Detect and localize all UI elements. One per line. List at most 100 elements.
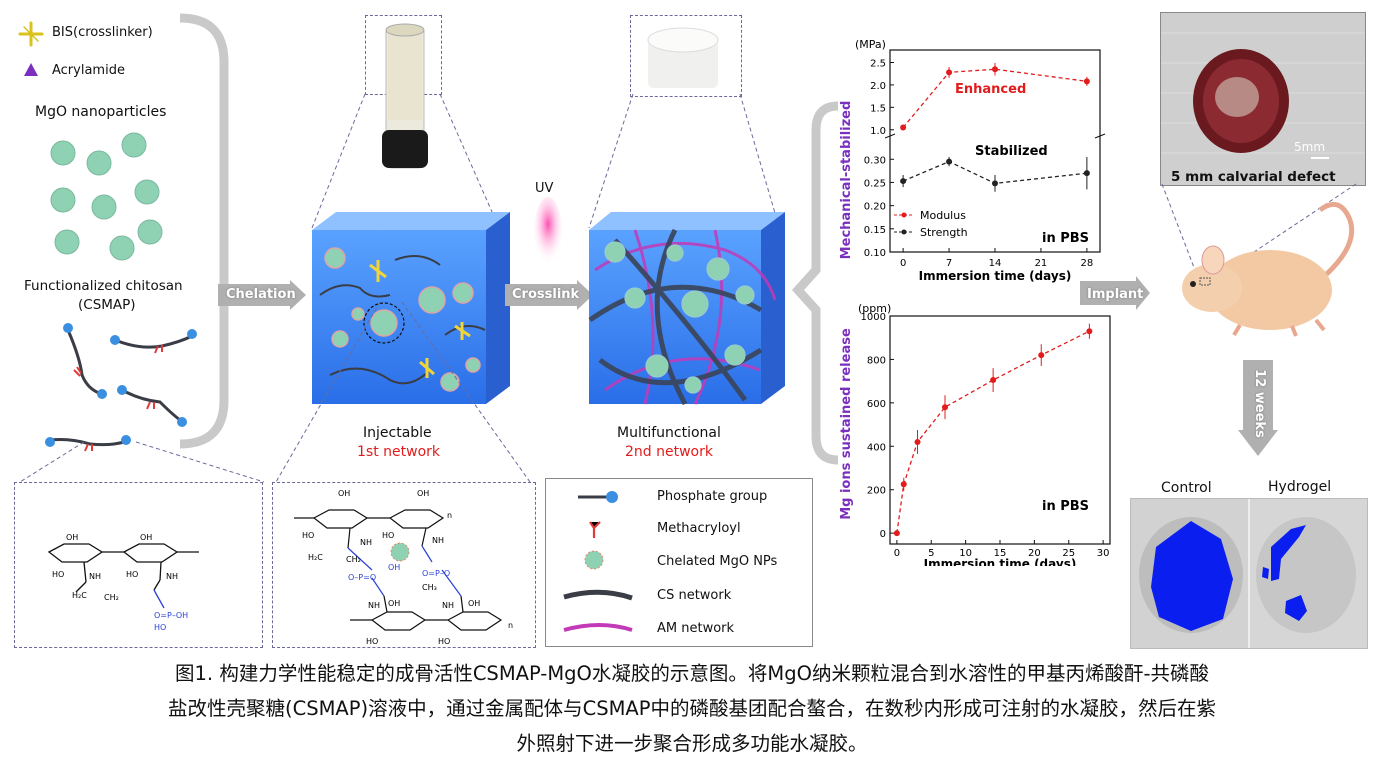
key-am-label: AM network — [657, 621, 735, 636]
chart2-unit: (ppm) — [858, 302, 891, 315]
figure-caption: 图1. 构建力学性能稳定的成骨活性CSMAP-MgO水凝胶的示意图。将MgO纳米… — [0, 656, 1384, 761]
chelation-structure-panel — [272, 482, 536, 648]
implant-label: Implant — [1087, 287, 1144, 302]
svg-text:HO: HO — [382, 531, 394, 540]
charts-bracket — [791, 101, 839, 465]
chart2-point — [1038, 352, 1045, 359]
svg-text:CH₃: CH₃ — [422, 583, 437, 592]
svg-text:H₂C: H₂C — [308, 553, 323, 562]
chart2-point — [990, 377, 997, 384]
chart1-xtick-label: 7 — [946, 258, 952, 269]
calvarial-defect-photo — [1161, 13, 1365, 185]
chart1-ytick-label: 0.10 — [864, 248, 886, 259]
network-key-panel — [545, 478, 813, 647]
weeks-label: 12 weeks — [1251, 369, 1267, 438]
weeks-arrow-icon — [1238, 360, 1278, 456]
mouse-body — [1208, 250, 1332, 330]
chart1-legend-marker-modulus — [901, 212, 907, 218]
chart1-point-strength — [900, 178, 907, 185]
chart1-ytick-label: 2.5 — [870, 58, 886, 69]
chart1-point-strength — [992, 180, 998, 187]
bis-star-icon — [18, 21, 44, 47]
legend-bis-label: BIS(crosslinker) — [52, 25, 153, 40]
chart2-point — [914, 438, 921, 445]
chart1-xtick-label: 21 — [1035, 258, 1048, 269]
first-network-cube — [311, 93, 510, 404]
release-chart: (ppm)Mg ions sustained release0200400600… — [839, 302, 1111, 566]
key-cs-label: CS network — [657, 588, 732, 603]
chart1-xlabel: Immersion time (days) — [919, 269, 1072, 283]
chart2-xtick-label: 10 — [959, 548, 972, 559]
chart1-point-modulus — [946, 69, 953, 76]
mgo-nanoparticles-label: MgO nanoparticles — [35, 104, 167, 120]
svg-text:O=P–OH: O=P–OH — [154, 611, 188, 620]
svg-text:OH: OH — [338, 489, 350, 498]
svg-text:n: n — [447, 511, 452, 520]
hydrogel-label: Hydrogel — [1268, 479, 1332, 495]
acrylamide-triangle-icon — [24, 63, 38, 76]
crosslink-label: Crosslink — [512, 287, 580, 302]
mouse-illustration — [1080, 183, 1357, 337]
chart2-ylabel: Mg ions sustained release — [839, 328, 854, 520]
svg-text:NH: NH — [360, 538, 372, 547]
chart1-point-strength — [946, 158, 953, 165]
calvarial-photo-frame: 5mm — [1160, 12, 1366, 186]
svg-text:OH: OH — [388, 599, 400, 608]
chart1-point-strength — [1083, 170, 1090, 177]
first-network-sub: 1st network — [357, 444, 440, 460]
svg-text:NH: NH — [368, 601, 380, 610]
chart1-annotation-stabilized: Stabilized — [975, 144, 1048, 159]
svg-text:H₂C: H₂C — [72, 591, 87, 600]
caption-line-3: 外照射下进一步聚合形成多功能水凝胶。 — [516, 732, 868, 755]
chart1-annotation-enhanced: Enhanced — [955, 82, 1026, 97]
svg-text:CH₂: CH₂ — [346, 555, 361, 564]
chart2-xtick-label: 0 — [894, 548, 900, 559]
second-network-sub: 2nd network — [625, 444, 713, 460]
chart1-point-modulus — [900, 124, 907, 131]
chart1-ytick-label: 0.20 — [864, 202, 886, 213]
chart2-annotation-pbs: in PBS — [1042, 499, 1089, 514]
svg-text:NH: NH — [432, 536, 444, 545]
mouse-head — [1182, 264, 1242, 312]
chart2-ytick-label: 200 — [867, 486, 886, 497]
svg-text:OH: OH — [140, 533, 152, 542]
cs-network-key-icon — [563, 589, 633, 601]
mouse-ear — [1201, 245, 1225, 275]
chelation-label: Chelation — [226, 287, 296, 302]
svg-text:O=P–O: O=P–O — [422, 569, 450, 578]
svg-text:OH: OH — [468, 599, 480, 608]
phosphate-key-icon — [578, 491, 618, 503]
chart1-annotation-pbs: in PBS — [1042, 231, 1089, 246]
chart1-xtick-label: 28 — [1081, 258, 1094, 269]
chart2-xtick-label: 25 — [1062, 548, 1075, 559]
key-chelated-label: Chelated MgO NPs — [657, 554, 778, 569]
chart1-legend-strength: Strength — [920, 226, 968, 239]
uv-light-icon — [534, 197, 562, 265]
chart1-ytick-label: 0.25 — [864, 178, 886, 189]
chart2-point — [1086, 328, 1093, 335]
chart2-ytick-label: 800 — [867, 355, 886, 366]
chitosan-label-line1: Functionalized chitosan — [24, 278, 183, 294]
methacryloyl-key-icon — [589, 521, 601, 538]
chelated-mgo-key-icon — [584, 550, 604, 570]
scale-bar-label: 5mm — [1294, 140, 1326, 154]
legend-acrylamide-label: Acrylamide — [52, 63, 125, 78]
phosphate-group-icons — [45, 323, 197, 447]
svg-text:HO: HO — [366, 637, 378, 646]
svg-text:HO: HO — [154, 623, 166, 632]
chart1-legend-marker-strength — [901, 229, 907, 235]
mgo-nanoparticle-icons — [50, 132, 163, 261]
chart2-xtick-label: 20 — [1028, 548, 1041, 559]
chelation-arrow-icon — [218, 280, 306, 310]
chitosan-structure-panel — [14, 482, 263, 648]
chart2-ytick-label: 1000 — [861, 312, 886, 323]
chart1-legend-modulus: Modulus — [920, 209, 966, 222]
svg-text:NH: NH — [442, 601, 454, 610]
control-defect-area — [1151, 521, 1233, 631]
chart1-axis-break-right — [1094, 133, 1106, 139]
chart1-point-modulus — [1083, 78, 1090, 85]
multifunctional-gel-photo — [647, 27, 719, 88]
